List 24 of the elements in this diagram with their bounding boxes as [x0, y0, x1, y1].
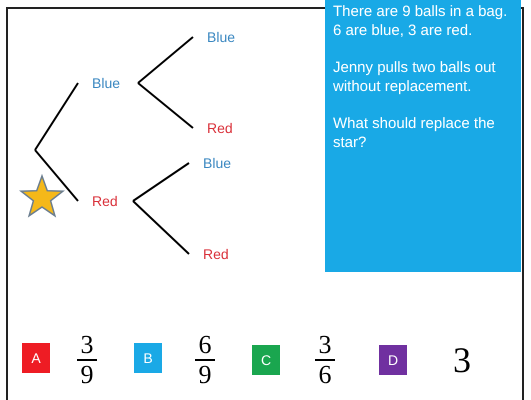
option-badge: B	[134, 343, 162, 373]
option-badge: A	[22, 343, 50, 373]
branch-label: Blue	[207, 29, 236, 45]
branch-line	[137, 36, 194, 84]
branch-label: Red	[203, 246, 229, 262]
numerator: 3	[80, 332, 94, 358]
branch-label: Blue	[92, 75, 120, 91]
option-badge: D	[379, 345, 407, 375]
branch-line	[34, 82, 79, 151]
branch-line	[34, 149, 79, 202]
branch-line	[137, 82, 194, 129]
option-badge: C	[252, 345, 280, 375]
answer-number: 3	[453, 340, 471, 380]
denominator: 6	[318, 362, 332, 388]
branch-label: Red	[207, 120, 233, 136]
branch-line	[132, 162, 190, 202]
question-panel: There are 9 balls in a bag. 6 are blue, 3 are red. Jenny pulls two balls out without replacement. What should replace the star?	[325, 0, 521, 272]
branch-line	[132, 200, 190, 255]
branch-label: Blue	[203, 155, 232, 171]
denominator: 9	[80, 362, 94, 388]
numerator: 3	[318, 332, 332, 358]
branch-label: Red	[92, 193, 118, 209]
numerator: 6	[198, 332, 212, 358]
denominator: 9	[198, 362, 212, 388]
